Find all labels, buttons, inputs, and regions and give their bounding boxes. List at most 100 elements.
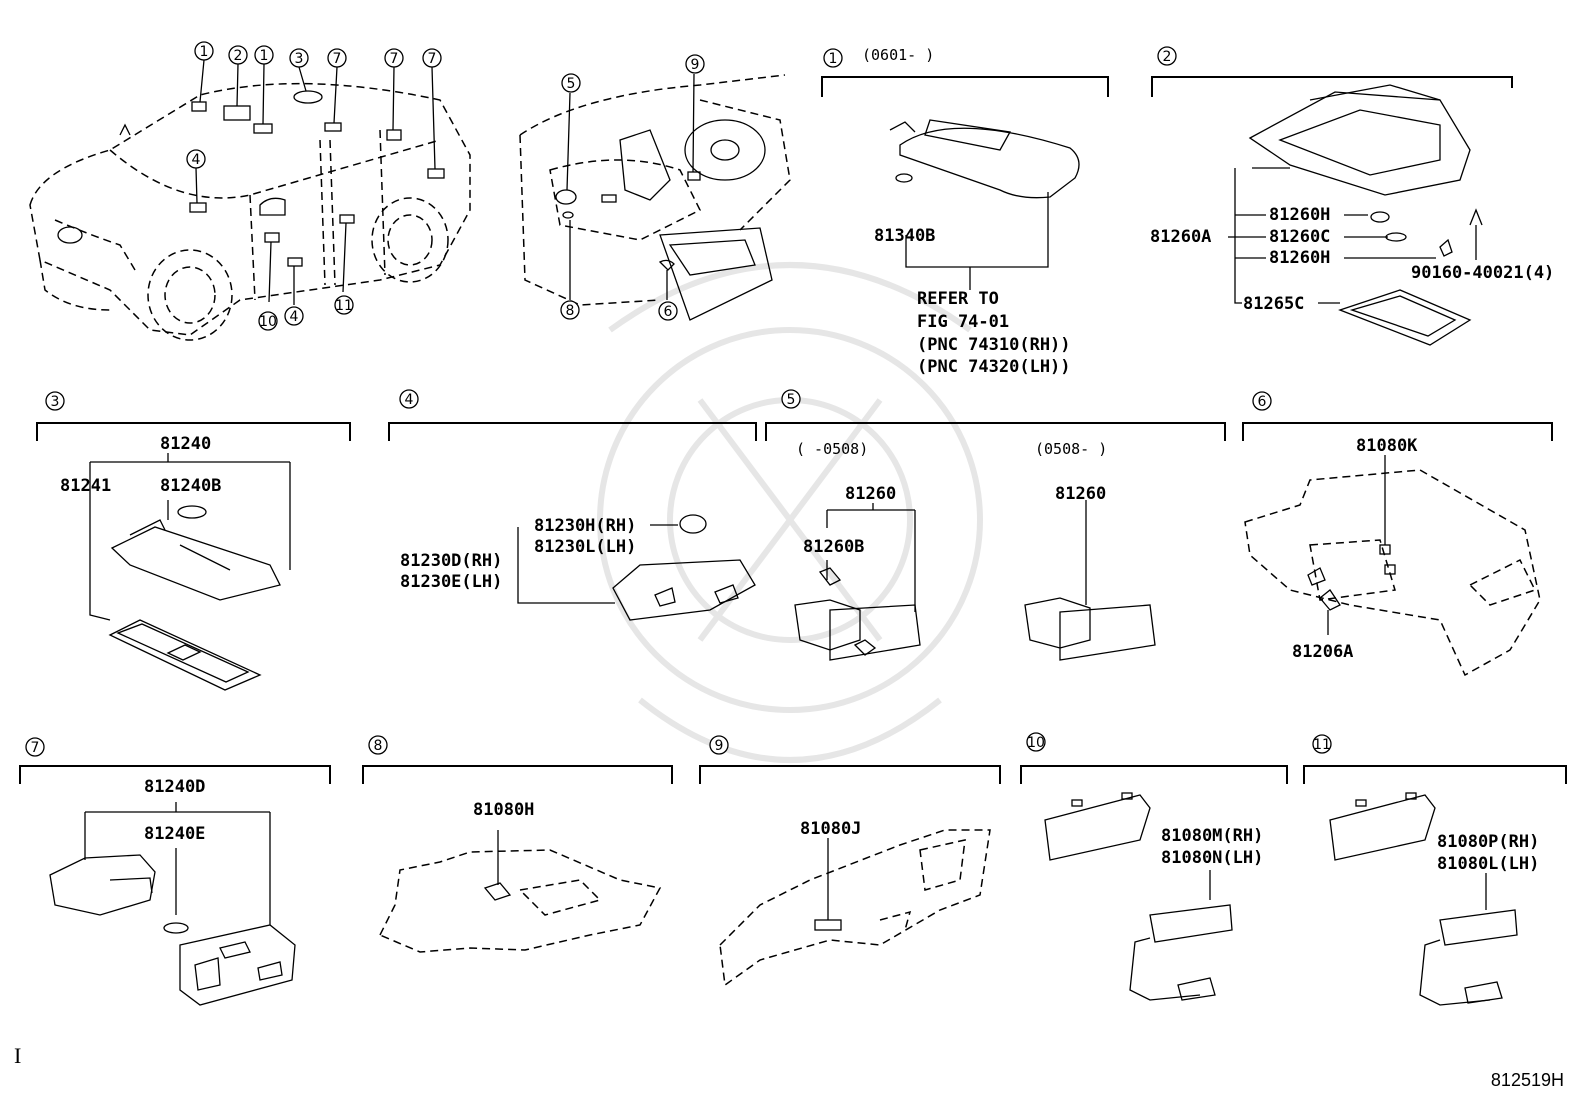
overview-callout-12-circle <box>685 54 705 74</box>
overview-callout-7-circle <box>186 149 206 169</box>
overview-callout-11: 5 <box>567 76 576 92</box>
section-10 <box>1020 765 1288 1001</box>
overview-callout-13-circle <box>560 300 580 320</box>
section-9 <box>699 765 1001 987</box>
section-4 <box>388 422 757 621</box>
overview-callout-8: 10 <box>259 314 277 330</box>
part-81340B: 81340B <box>874 226 935 246</box>
section-2 <box>1151 76 1513 346</box>
part-81260H: 81260H <box>1269 205 1330 225</box>
overview-callout-8-circle <box>258 311 278 331</box>
section-11-callout: 11 <box>1313 737 1331 753</box>
section-5 <box>765 422 1226 661</box>
section-11 <box>1303 765 1567 1006</box>
part-81080P: 81080P(RH) <box>1437 832 1539 852</box>
part-81240E: 81240E <box>144 824 205 844</box>
overview-callout-4: 7 <box>333 51 342 67</box>
section-1-range: (0601- ) <box>862 46 934 64</box>
section-7-callout-circle <box>25 737 45 757</box>
part-81240: 81240 <box>160 434 211 454</box>
corner-mark: I <box>14 1043 21 1068</box>
overview-callout-7: 4 <box>192 152 201 168</box>
section-7-callout: 7 <box>31 740 40 756</box>
section-11-callout-circle <box>1312 734 1332 754</box>
overview-callout-14: 6 <box>664 304 673 320</box>
overview-callout-3: 3 <box>295 51 304 67</box>
section-3-callout-circle <box>45 391 65 411</box>
overview-callout-0-circle <box>194 41 214 61</box>
part-81241: 81241 <box>60 476 111 496</box>
interior-overview <box>519 73 791 321</box>
overview-callout-9: 4 <box>290 309 299 325</box>
overview-callout-4-circle <box>327 48 347 68</box>
section-9-callout: 9 <box>715 738 724 754</box>
overview-callout-13: 8 <box>566 303 575 319</box>
part-81265C: 81265C <box>1243 294 1304 314</box>
part-81080J: 81080J <box>800 819 861 839</box>
part-81230L: 81230L(LH) <box>534 537 636 557</box>
section-9-callout-circle <box>709 735 729 755</box>
overview-callout-12: 9 <box>691 57 700 73</box>
overview-callout-5-circle <box>384 48 404 68</box>
part-81080L: 81080L(LH) <box>1437 854 1539 874</box>
section-5-callout: 5 <box>787 392 796 408</box>
refer-note-line: (PNC 74320(LH)) <box>917 357 1071 377</box>
overview-callout-6-circle <box>422 48 442 68</box>
section-6 <box>1242 422 1553 677</box>
part-81260: 81260 <box>845 484 896 504</box>
overview-callout-9-circle <box>284 306 304 326</box>
refer-note-line: FIG 74-01 <box>917 312 1009 332</box>
section-6-callout: 6 <box>1258 394 1267 410</box>
part-90160-40021: 90160-40021(4) <box>1411 263 1554 283</box>
section-8-callout: 8 <box>374 738 383 754</box>
section-10-callout: 10 <box>1027 735 1045 751</box>
overview-callout-0: 1 <box>200 44 209 60</box>
part-81230H: 81230H(RH) <box>534 516 636 536</box>
overview-callout-2-circle <box>254 45 274 65</box>
part-81230E: 81230E(LH) <box>400 572 502 592</box>
part-81206A: 81206A <box>1292 642 1353 662</box>
overview-callout-11-circle <box>561 73 581 93</box>
section-1-callout-circle <box>823 48 843 68</box>
overview-callout-14-circle <box>658 301 678 321</box>
part-81240B: 81240B <box>160 476 221 496</box>
section-8 <box>362 765 673 953</box>
refer-note-line: REFER TO <box>917 289 999 309</box>
part-81080M: 81080M(RH) <box>1161 826 1263 846</box>
section-5-callout-circle <box>781 389 801 409</box>
overview-callout-10-circle <box>334 295 354 315</box>
overview-callout-6: 7 <box>428 51 437 67</box>
section-1 <box>821 76 1109 290</box>
part-81260H-lower: 81260H <box>1269 248 1330 268</box>
overview-callout-10: 11 <box>335 298 353 314</box>
refer-note-line: (PNC 74310(RH)) <box>917 335 1071 355</box>
section-5-range-a: ( -0508) <box>796 440 868 458</box>
part-81230D: 81230D(RH) <box>400 551 502 571</box>
section-3 <box>36 422 351 691</box>
overview-callout-5: 7 <box>390 51 399 67</box>
overview-callout-3-circle <box>289 48 309 68</box>
section-5-range-b: (0508- ) <box>1035 440 1107 458</box>
section-2-callout-circle <box>1157 46 1177 66</box>
part-81260A: 81260A <box>1150 227 1211 247</box>
part-81080N: 81080N(LH) <box>1161 848 1263 868</box>
section-6-callout-circle <box>1252 391 1272 411</box>
section-7 <box>19 765 331 1006</box>
section-1-callout: 1 <box>829 51 838 67</box>
overview-callout-2: 1 <box>260 48 269 64</box>
part-81260C: 81260C <box>1269 227 1330 247</box>
section-8-callout-circle <box>368 735 388 755</box>
part-81080H: 81080H <box>473 800 534 820</box>
overview-callout-1: 2 <box>234 48 243 64</box>
overview-callout-1-circle <box>228 45 248 65</box>
vehicle-overview <box>29 59 471 341</box>
figure-code: 812519H <box>1491 1070 1564 1090</box>
part-81240D: 81240D <box>144 777 205 797</box>
part-81260-later: 81260 <box>1055 484 1106 504</box>
section-3-callout: 3 <box>51 394 60 410</box>
part-81080K: 81080K <box>1356 436 1418 456</box>
section-10-callout-circle <box>1026 732 1046 752</box>
part-81260B: 81260B <box>803 537 864 557</box>
